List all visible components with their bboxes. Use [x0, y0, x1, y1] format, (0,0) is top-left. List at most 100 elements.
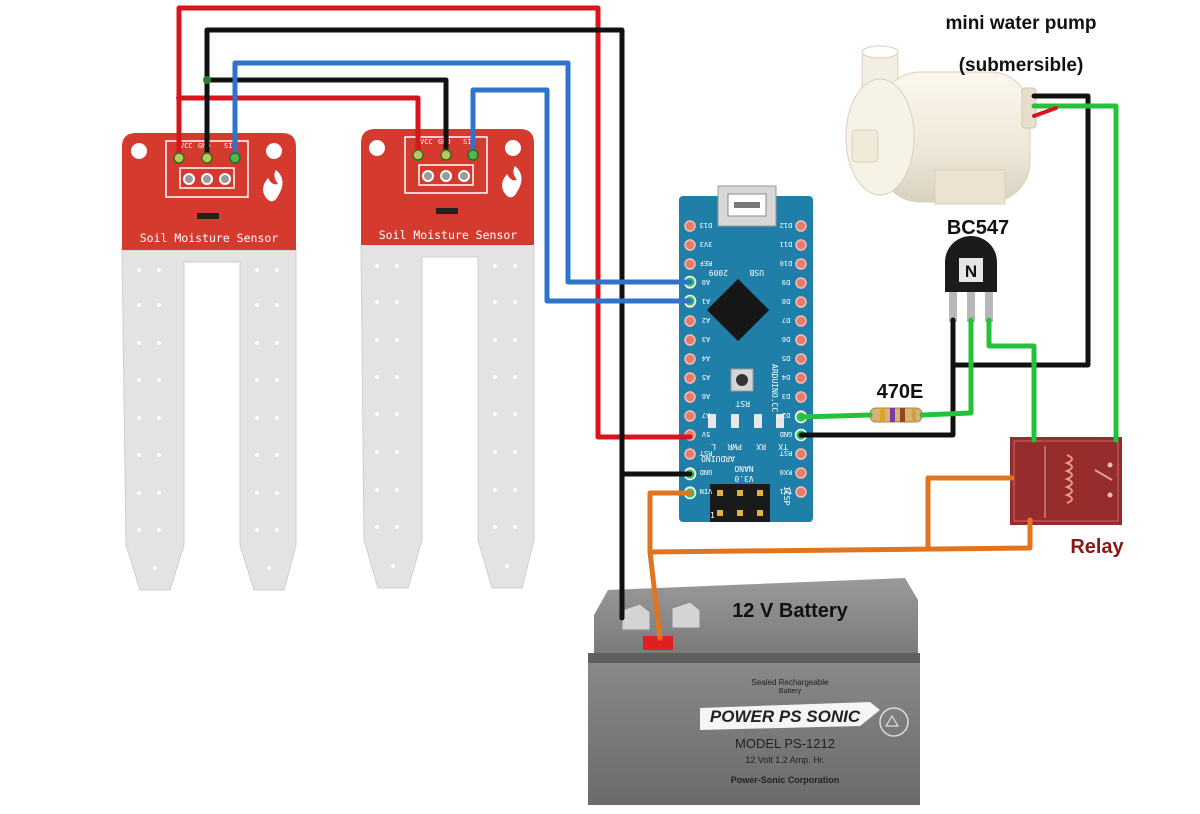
- resistor-label: 470E: [877, 381, 924, 403]
- nano-right-pin-label: D10: [780, 259, 793, 267]
- nano-left-pin-label: A2: [702, 316, 710, 324]
- wire-blue-sig-sensor1: [232, 60, 693, 285]
- nano-left-pin-label: A5: [702, 373, 710, 381]
- nano-right-pin-d12: [795, 220, 807, 232]
- sensor-1-pin-sig: SIG: [224, 142, 237, 150]
- nano-name-line1: ARDUINO: [701, 454, 735, 463]
- soil-sensor-2: Soil Moisture Sensor VCC GND SIG: [360, 129, 535, 589]
- nano-right-pin-tx1: [795, 486, 807, 498]
- nano-right-pin-rx0: [795, 467, 807, 479]
- nano-right-pin-label: RST: [779, 449, 792, 457]
- nano-right-pin-label: D7: [782, 316, 790, 324]
- nano-led-pwr: PWR: [727, 442, 742, 451]
- nano-left-pin-a6: [684, 391, 696, 403]
- nano-right-pin-d9: [795, 277, 807, 289]
- wire-red-vcc-sensor2: [176, 95, 421, 158]
- nano-left-pin-rst: [684, 448, 696, 460]
- nano-left-pin-label: A0: [702, 278, 710, 286]
- pump-label-line1: mini water pump: [946, 13, 1097, 34]
- wire-green-pump-relay: [1031, 103, 1119, 443]
- nano-right-pin-label: D2: [782, 411, 790, 419]
- battery-brand: POWER PS SONIC: [710, 707, 861, 726]
- nano-left-pin-label: A3: [702, 335, 710, 343]
- mini-water-pump: [845, 45, 1037, 205]
- nano-right-pin-d8: [795, 296, 807, 308]
- battery-sealed-text: Sealed Rechargeable: [752, 678, 829, 687]
- battery-model: MODEL PS-1212: [735, 736, 835, 751]
- sensor-1-pin-gnd: GND: [198, 142, 211, 150]
- nano-year-label: 2009: [709, 268, 728, 277]
- nano-left-pin-label: A7: [702, 411, 710, 419]
- nano-right-pin-label: D5: [782, 354, 790, 362]
- nano-left-pin-label: A6: [702, 392, 710, 400]
- wire-black-nano-gnd: [798, 317, 956, 438]
- nano-pin1-mark: 1: [710, 511, 715, 520]
- nano-led-rx: RX: [756, 442, 766, 451]
- sensor-2-pin-sig: SIG: [463, 138, 476, 146]
- nano-left-pin-a5: [684, 372, 696, 384]
- nano-right-pin-label: D12: [780, 221, 793, 229]
- relay-label: Relay: [1070, 536, 1124, 558]
- nano-right-pin-label: GND: [780, 430, 793, 438]
- nano-right-pin-d4: [795, 372, 807, 384]
- nano-left-pin-label: VIN: [700, 487, 713, 495]
- nano-brand-label: ARDUINO.CC: [770, 364, 779, 412]
- nano-left-pin-label: A1: [702, 297, 710, 305]
- nano-left-pin-a7: [684, 410, 696, 422]
- nano-right-pin-d3: [795, 391, 807, 403]
- battery-sealed-text-2: Battery: [779, 688, 802, 695]
- nano-left-pin-label: A4: [702, 354, 710, 362]
- battery-rating: 12 Volt 1.2 Amp. Hr.: [745, 755, 825, 765]
- wire-junctions: [173, 76, 479, 164]
- sensor-2-pin-vcc: VCC: [420, 138, 433, 146]
- wire-green-collector-relay: [986, 317, 1037, 443]
- nano-left-pin-3v3: [684, 239, 696, 251]
- nano-left-pin-label: 3V3: [700, 240, 713, 248]
- nano-right-pin-rst: [795, 448, 807, 460]
- wire-black-gnd-sensor2: [204, 77, 449, 158]
- bc547-transistor: N: [945, 236, 997, 322]
- nano-left-pin-ref: [684, 258, 696, 270]
- nano-left-pin-d13: [684, 220, 696, 232]
- nano-name-line3: V3.0: [734, 474, 753, 483]
- wire-orange-battery-pos: [647, 549, 663, 641]
- wire-orange-relay: [925, 475, 1015, 551]
- battery-label: 12 V Battery: [732, 600, 848, 622]
- nano-right-pin-label: RX0: [780, 468, 793, 476]
- wire-green-resistor-base: [919, 317, 974, 418]
- nano-right-pin-d7: [795, 315, 807, 327]
- wire-red-pump-lead: [1032, 106, 1058, 118]
- wire-green-d2-resistor: [798, 412, 873, 420]
- sensor-1-title: Soil Moisture Sensor: [140, 231, 279, 245]
- nano-left-pin-label: RST: [699, 449, 712, 457]
- pump-label-line2: (submersible): [959, 55, 1084, 76]
- nano-left-pin-label: 5V: [701, 430, 710, 438]
- wire-red-vcc-main: [176, 5, 693, 440]
- nano-rst-label: RST: [735, 399, 750, 408]
- nano-left-pin-label: GND: [700, 468, 713, 476]
- nano-name-line2: NANO: [734, 464, 753, 473]
- nano-usb-label: USB: [749, 268, 764, 277]
- transistor-label: BC547: [947, 217, 1009, 239]
- arduino-nano: USB 2009 RST ARDUINO.CC L PWR RX TX ARDU…: [679, 185, 813, 522]
- nano-right-pin-label: D6: [782, 335, 790, 343]
- nano-right-pin-label: D3: [782, 392, 790, 400]
- nano-right-pin-label: TX1: [780, 487, 793, 495]
- battery-12v: Sealed Rechargeable Battery POWER PS SON…: [588, 578, 920, 805]
- resistor-470e: [869, 407, 923, 423]
- sensor-2-title: Soil Moisture Sensor: [379, 228, 518, 242]
- wires: [176, 5, 1119, 641]
- wire-black-pump: [950, 93, 1091, 368]
- nano-icsp-label: ICSP: [782, 486, 791, 505]
- nano-right-pin-d5: [795, 353, 807, 365]
- nano-left-pin-label: D13: [700, 221, 713, 229]
- nano-led-tx: TX: [778, 442, 788, 451]
- battery-corp: Power-Sonic Corporation: [731, 775, 840, 785]
- nano-left-pin-a3: [684, 334, 696, 346]
- nano-right-pin-d10: [795, 258, 807, 270]
- nano-led-l: L: [711, 442, 716, 451]
- nano-right-pin-label: D11: [780, 240, 793, 248]
- sensor-1-pin-vcc: VCC: [180, 142, 193, 150]
- nano-left-pin-a2: [684, 315, 696, 327]
- nano-right-pin-d6: [795, 334, 807, 346]
